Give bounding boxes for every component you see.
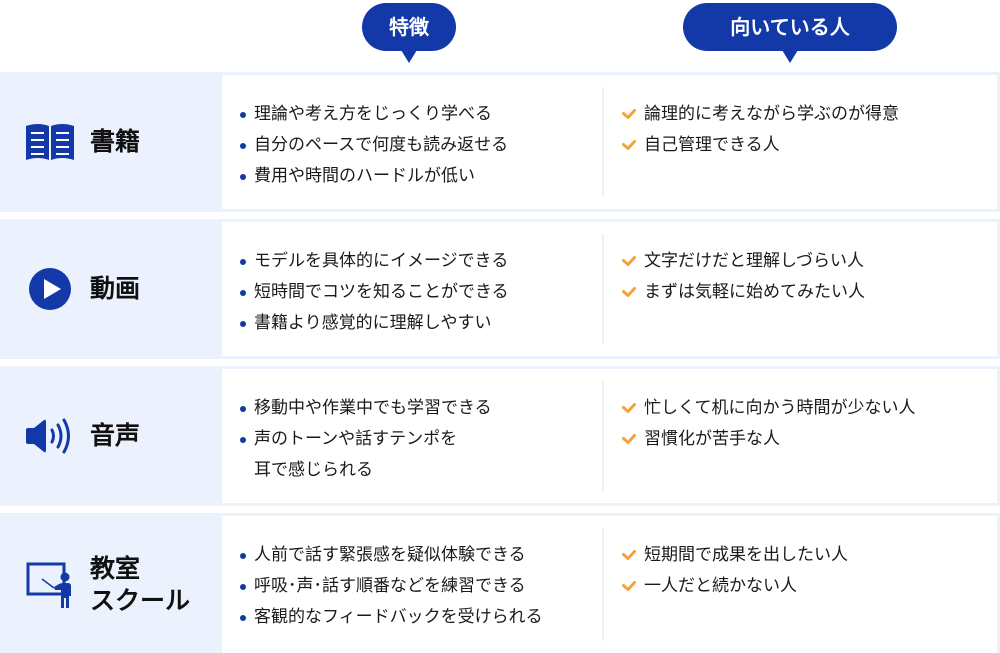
feature-item: 呼吸･声･話す順番などを練習できる (240, 571, 604, 602)
feature-item: モデルを具体的にイメージできる (240, 246, 604, 277)
content-panel: 人前で話す緊張感を疑似体験できる 呼吸･声･話す順番などを練習できる 客観的なフ… (222, 516, 997, 653)
bullet-icon (240, 259, 246, 265)
category-cell: 教室 スクール (0, 513, 222, 653)
bullet-icon (240, 290, 246, 296)
check-icon (622, 550, 636, 560)
suited-item: 文字だけだと理解しづらい人 (622, 246, 997, 277)
suited-column: 論理的に考えながら学ぶのが得意 自己管理できる人 (604, 75, 997, 209)
feature-item: 移動中や作業中でも学習できる (240, 393, 604, 424)
suited-item: 忙しくて机に向かう時間が少ない人 (622, 393, 997, 424)
category-label: 書籍 (90, 127, 141, 156)
check-icon (622, 256, 636, 266)
bullet-icon (240, 584, 246, 590)
play-icon (24, 268, 76, 310)
bullet-icon (240, 321, 246, 327)
feature-item: 客観的なフィードバックを受けられる (240, 602, 604, 633)
suited-item: 習慣化が苦手な人 (622, 424, 997, 455)
bullet-icon (240, 174, 246, 180)
category-label: 動画 (90, 274, 141, 303)
feature-item: 書籍より感覚的に理解しやすい (240, 308, 604, 339)
speaker-icon (24, 416, 76, 456)
book-icon (24, 122, 76, 162)
suited-item: まずは気軽に始めてみたい人 (622, 277, 997, 308)
features-column: 人前で話す緊張感を疑似体験できる 呼吸･声･話す順番などを練習できる 客観的なフ… (222, 516, 604, 653)
bullet-icon (240, 615, 246, 621)
suited-item: 一人だと続かない人 (622, 571, 997, 602)
features-column: 移動中や作業中でも学習できる 声のトーンや話すテンポを 耳で感じられる (222, 369, 604, 503)
suited-column: 短期間で成果を出したい人 一人だと続かない人 (604, 516, 997, 653)
feature-item: 短時間でコツを知ることができる (240, 277, 604, 308)
feature-item: 自分のペースで何度も読み返せる (240, 130, 604, 161)
category-label: 音声 (90, 421, 141, 450)
category-cell: 動画 (0, 219, 222, 359)
suited-item: 自己管理できる人 (622, 130, 997, 161)
row-books: 書籍 理論や考え方をじっくり学べる 自分のペースで何度も読み返せる 費用や時間の… (0, 72, 1000, 212)
check-icon (622, 140, 636, 150)
bullet-icon (240, 143, 246, 149)
bullet-icon (240, 437, 246, 443)
comparison-table: 書籍 理論や考え方をじっくり学べる 自分のペースで何度も読み返せる 費用や時間の… (0, 72, 1000, 653)
content-panel: モデルを具体的にイメージできる 短時間でコツを知ることができる 書籍より感覚的に… (222, 222, 997, 356)
category-label: 教室 スクール (90, 553, 191, 615)
features-header-bubble: 特徴 (362, 3, 456, 63)
column-headers: 特徴 向いている人 (0, 0, 1000, 72)
check-icon (622, 581, 636, 591)
suited-column: 忙しくて机に向かう時間が少ない人 習慣化が苦手な人 (604, 369, 997, 503)
check-icon (622, 434, 636, 444)
bullet-icon (240, 406, 246, 412)
content-panel: 移動中や作業中でも学習できる 声のトーンや話すテンポを 耳で感じられる 忙しくて… (222, 369, 997, 503)
suited-header-bubble: 向いている人 (683, 3, 897, 63)
suited-item: 短期間で成果を出したい人 (622, 540, 997, 571)
category-cell: 音声 (0, 366, 222, 506)
check-icon (622, 403, 636, 413)
teacher-icon (24, 562, 76, 608)
row-classroom: 教室 スクール 人前で話す緊張感を疑似体験できる 呼吸･声･話す順番などを練習で… (0, 513, 1000, 653)
bullet-icon (240, 112, 246, 118)
category-cell: 書籍 (0, 72, 222, 212)
feature-item: 人前で話す緊張感を疑似体験できる (240, 540, 604, 571)
feature-item: 費用や時間のハードルが低い (240, 161, 604, 192)
feature-item: 声のトーンや話すテンポを 耳で感じられる (240, 424, 604, 486)
features-column: 理論や考え方をじっくり学べる 自分のペースで何度も読み返せる 費用や時間のハード… (222, 75, 604, 209)
suited-column: 文字だけだと理解しづらい人 まずは気軽に始めてみたい人 (604, 222, 997, 356)
suited-item: 論理的に考えながら学ぶのが得意 (622, 99, 997, 130)
bullet-icon (240, 553, 246, 559)
row-video: 動画 モデルを具体的にイメージできる 短時間でコツを知ることができる 書籍より感… (0, 219, 1000, 359)
feature-item: 理論や考え方をじっくり学べる (240, 99, 604, 130)
check-icon (622, 109, 636, 119)
row-audio: 音声 移動中や作業中でも学習できる 声のトーンや話すテンポを 耳で感じられる 忙… (0, 366, 1000, 506)
content-panel: 理論や考え方をじっくり学べる 自分のペースで何度も読み返せる 費用や時間のハード… (222, 75, 997, 209)
check-icon (622, 287, 636, 297)
features-column: モデルを具体的にイメージできる 短時間でコツを知ることができる 書籍より感覚的に… (222, 222, 604, 356)
